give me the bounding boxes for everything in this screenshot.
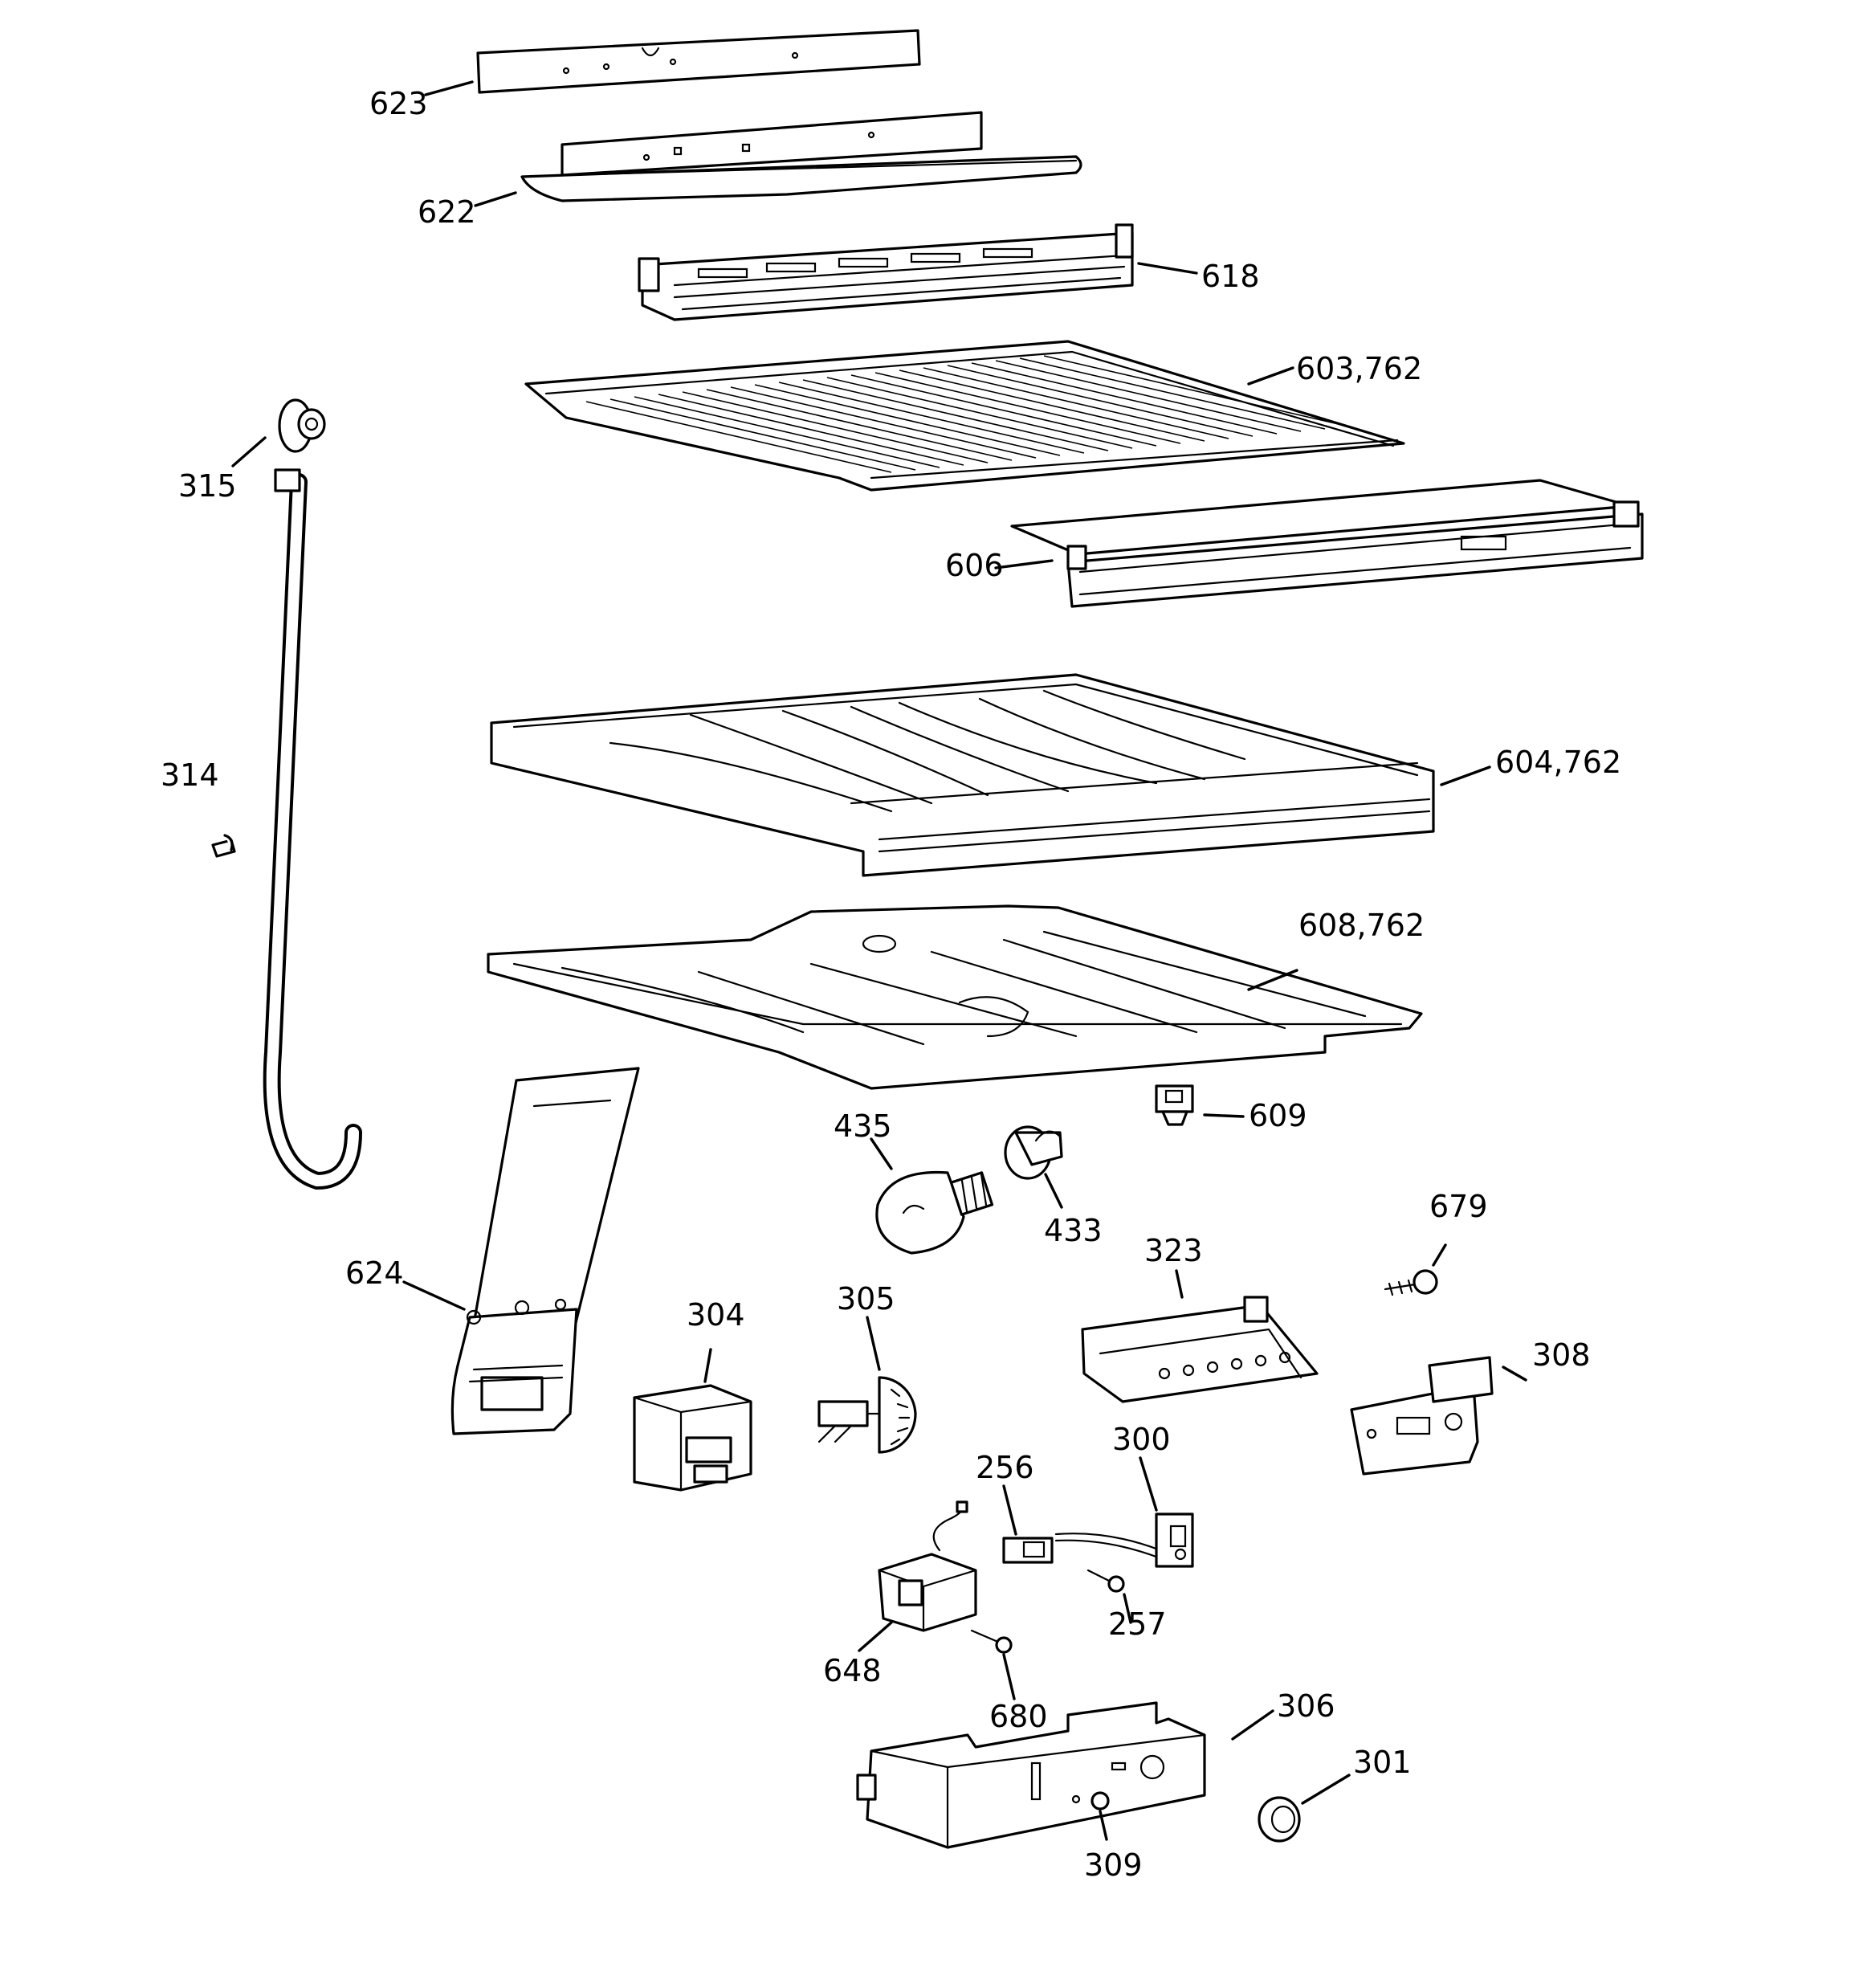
callout-648: 648 — [823, 1653, 882, 1688]
part-315-tube — [263, 398, 362, 1190]
leader-lines — [231, 80, 1527, 1841]
part-308-plate — [1350, 1356, 1494, 1476]
part-300-switch — [1155, 1512, 1194, 1568]
callout-435: 435 — [834, 1108, 892, 1144]
callout-306: 306 — [1277, 1688, 1335, 1724]
part-323-bracket — [1081, 1296, 1319, 1403]
callout-301: 301 — [1353, 1745, 1412, 1780]
part-680-screw — [970, 1629, 1013, 1654]
callout-314: 314 — [161, 757, 219, 793]
callout-604-762: 604,762 — [1495, 745, 1621, 780]
part-618-light-housing — [638, 223, 1134, 321]
callout-300: 300 — [1112, 1422, 1171, 1457]
part-301-knob — [1258, 1796, 1301, 1843]
part-603-slatted-shelf — [524, 340, 1405, 492]
part-257-screw — [1086, 1569, 1125, 1593]
callout-315: 315 — [178, 468, 237, 504]
callout-309: 309 — [1084, 1847, 1143, 1883]
callout-679: 679 — [1429, 1189, 1488, 1224]
callout-618: 618 — [1201, 259, 1260, 294]
switch-wire — [1054, 1533, 1162, 1560]
part-679-screw — [1384, 1269, 1438, 1296]
part-606-cover — [1010, 479, 1644, 608]
part-433-socket — [1004, 1125, 1063, 1180]
callout-609: 609 — [1249, 1098, 1307, 1133]
part-623-strip — [476, 29, 921, 94]
callout-labels: 623 622 618 603,762 315 606 314 604,762 … — [161, 86, 1621, 1883]
callout-433: 433 — [1044, 1213, 1103, 1248]
part-604-shelf — [490, 673, 1435, 877]
callout-603-762: 603,762 — [1296, 351, 1422, 386]
part-624-duct — [450, 1067, 640, 1435]
part-608-shelf — [487, 904, 1423, 1090]
part-314-clip — [211, 834, 236, 858]
part-648-timer — [878, 1500, 977, 1632]
callout-680: 680 — [989, 1699, 1048, 1734]
part-306-housing — [856, 1701, 1206, 1849]
part-609-bracket — [1155, 1084, 1194, 1126]
callout-256: 256 — [976, 1450, 1034, 1485]
part-304-block — [633, 1384, 752, 1492]
callout-606: 606 — [945, 548, 1004, 583]
part-435-bulb — [875, 1170, 994, 1255]
callout-304: 304 — [687, 1297, 745, 1333]
callout-622: 622 — [418, 194, 476, 230]
part-305-thermostat — [817, 1376, 917, 1454]
callout-623: 623 — [369, 86, 428, 121]
callout-308: 308 — [1532, 1337, 1591, 1373]
callout-624: 624 — [345, 1255, 404, 1291]
part-622-tray — [520, 111, 1082, 202]
callout-323: 323 — [1144, 1233, 1203, 1268]
callout-305: 305 — [837, 1281, 895, 1316]
callout-608-762: 608,762 — [1298, 908, 1425, 943]
callout-257: 257 — [1108, 1606, 1167, 1642]
part-256-connector — [1002, 1537, 1054, 1564]
